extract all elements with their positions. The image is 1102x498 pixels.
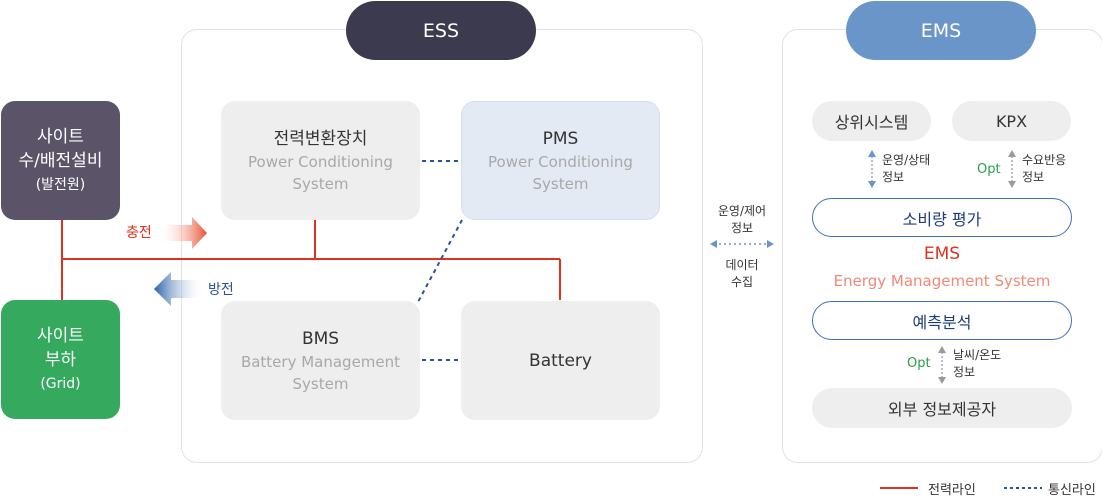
pcs-sub1: Power Conditioning bbox=[248, 152, 393, 171]
ess-title: ESS bbox=[422, 19, 460, 42]
bms-sub1: Battery Management bbox=[240, 352, 401, 371]
ems-title-pill: EMS bbox=[846, 1, 1036, 60]
site-supply-line2: 수/배전설비 bbox=[18, 150, 103, 171]
battery-box: Battery bbox=[461, 301, 660, 420]
charge-label: 충전 bbox=[126, 225, 152, 241]
bms-title: BMS bbox=[301, 328, 340, 349]
site-load-line1: 사이트 bbox=[37, 325, 84, 346]
site-supply-box: 사이트 수/배전설비 (발전원) bbox=[1, 101, 120, 220]
ess-title-pill: ESS bbox=[346, 1, 536, 60]
middle-op-line1: 운영/제어 bbox=[717, 204, 767, 218]
weather-line1: 날씨/온도 bbox=[953, 348, 1002, 362]
op-status-line1: 운영/상태 bbox=[882, 153, 931, 167]
pms-sub2: System bbox=[532, 174, 589, 193]
site-load-line2: 부하 bbox=[44, 349, 77, 370]
op-status-info: 운영/상태 정보 bbox=[882, 152, 930, 186]
demand-info: 수요반응 정보 bbox=[1022, 152, 1066, 186]
legend-power-label: 전력라인 bbox=[928, 483, 976, 498]
discharge-arrow-icon bbox=[154, 272, 205, 306]
middle-data-line2: 수집 bbox=[730, 275, 754, 289]
site-load-box: 사이트 부하 (Grid) bbox=[1, 300, 120, 419]
middle-op-line2: 정보 bbox=[730, 221, 754, 235]
ems-center-sub: Energy Management System bbox=[833, 272, 1051, 290]
consumption-eval-box: 소비량 평가 bbox=[812, 198, 1072, 237]
ess-ems-arrow bbox=[710, 240, 774, 248]
battery-title: Battery bbox=[529, 350, 592, 371]
middle-op-info: 운영/제어 정보 bbox=[706, 203, 778, 237]
kpx-box: KPX bbox=[952, 101, 1071, 141]
charge-arrow-icon bbox=[158, 217, 207, 249]
pms-box: PMS Power Conditioning System bbox=[461, 101, 660, 220]
weather-line2: 정보 bbox=[953, 365, 976, 379]
legend-comm-label: 통신라인 bbox=[1048, 483, 1096, 498]
middle-data-collect: 데이터 수집 bbox=[706, 257, 778, 291]
external-provider-box: 외부 정보제공자 bbox=[812, 388, 1072, 428]
discharge-label: 방전 bbox=[208, 282, 234, 298]
upper-system-box: 상위시스템 bbox=[812, 101, 931, 141]
pms-title: PMS bbox=[542, 128, 579, 149]
bms-box: BMS Battery Management System bbox=[221, 301, 420, 420]
pcs-title: 전력변환장치 bbox=[273, 128, 368, 149]
prediction-box: 예측분석 bbox=[812, 301, 1072, 340]
opt-label-weather: Opt bbox=[907, 356, 931, 371]
pcs-box: 전력변환장치 Power Conditioning System bbox=[221, 101, 420, 220]
demand-line2: 정보 bbox=[1022, 170, 1045, 184]
bms-sub2: System bbox=[292, 374, 349, 393]
site-supply-line3: (발전원) bbox=[35, 176, 86, 193]
demand-line1: 수요반응 bbox=[1022, 153, 1067, 167]
pcs-sub2: System bbox=[292, 174, 349, 193]
site-load-line3: (Grid) bbox=[40, 375, 81, 392]
comm-line-pms-bms bbox=[417, 219, 463, 303]
op-status-line2: 정보 bbox=[882, 170, 905, 184]
ems-center-title: EMS bbox=[923, 244, 961, 264]
ems-title: EMS bbox=[920, 19, 962, 42]
middle-data-line1: 데이터 bbox=[725, 258, 759, 272]
site-supply-line1: 사이트 bbox=[37, 126, 84, 147]
pms-sub1: Power Conditioning bbox=[488, 152, 633, 171]
opt-label-kpx: Opt bbox=[977, 162, 1001, 177]
weather-info: 날씨/온도 정보 bbox=[953, 347, 1001, 381]
